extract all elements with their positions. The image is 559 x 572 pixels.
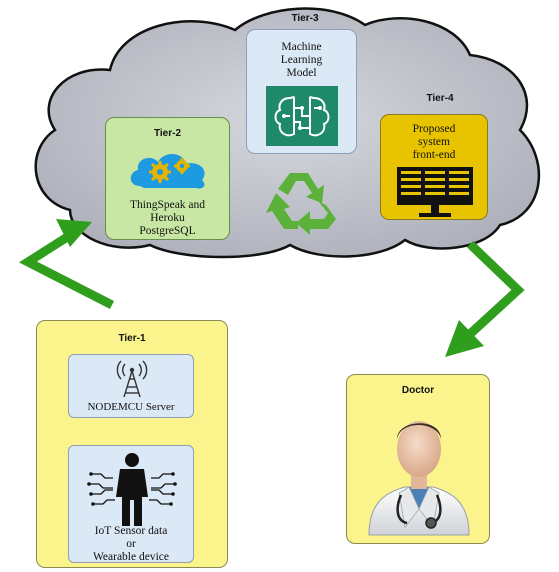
tier4-label: Proposed system front-end (381, 123, 487, 162)
tier3-label: Machine Learning Model (247, 41, 356, 80)
cloud-gears-icon (130, 153, 205, 189)
tier3-title: Tier-3 (291, 13, 319, 24)
arrow-tier4-to-doctor (445, 240, 525, 357)
sensor-label-line-2: or (126, 538, 136, 550)
doctor-box: Doctor (346, 374, 490, 544)
tier3-label-line-3: Model (286, 67, 317, 79)
tier2-label-line-2: Heroku (150, 212, 185, 224)
tier2-label-line-3: PostgreSQL (139, 225, 196, 237)
doctor-icon (368, 421, 470, 536)
tier4-label-line-3: front-end (412, 149, 456, 161)
tier3-label-line-1: Machine (281, 41, 322, 53)
nodemcu-server-box: NODEMCU Server (68, 354, 194, 418)
tier4-label-line-2: system (418, 136, 450, 148)
tier2-label: ThingSpeak and Heroku PostgreSQL (106, 199, 229, 238)
brain-circuit-icon (266, 86, 338, 146)
recycle-icon (266, 173, 336, 235)
antenna-tower-icon (116, 360, 148, 398)
tier2-title: Tier-2 (153, 128, 182, 139)
monitor-dashboard-icon (397, 167, 473, 217)
tier4-label-line-1: Proposed (412, 123, 456, 135)
tier4-title: Tier-4 (426, 93, 454, 104)
sensor-label-line-3: Wearable device (92, 551, 169, 563)
tier2-label-line-1: ThingSpeak and (129, 199, 206, 211)
sensor-label: IoT Sensor data or Wearable device (69, 525, 193, 564)
nodemcu-server-label: NODEMCU Server (87, 401, 175, 413)
sensor-label-line-1: IoT Sensor data (94, 525, 168, 537)
tier3-label-line-2: Learning (280, 54, 323, 66)
tier3-box: Machine Learning Model (246, 29, 357, 154)
person-sensor-icon (87, 453, 177, 526)
arrow-tier1-to-tier2 (18, 219, 115, 310)
doctor-title: Doctor (401, 385, 435, 396)
tier2-box: Tier-2 ThingSpeak and Heroku (105, 117, 230, 240)
wearable-device-box: IoT Sensor data or Wearable device (68, 445, 194, 563)
tier4-box: Proposed system front-end (380, 114, 488, 220)
tier1-title: Tier-1 (118, 333, 146, 344)
